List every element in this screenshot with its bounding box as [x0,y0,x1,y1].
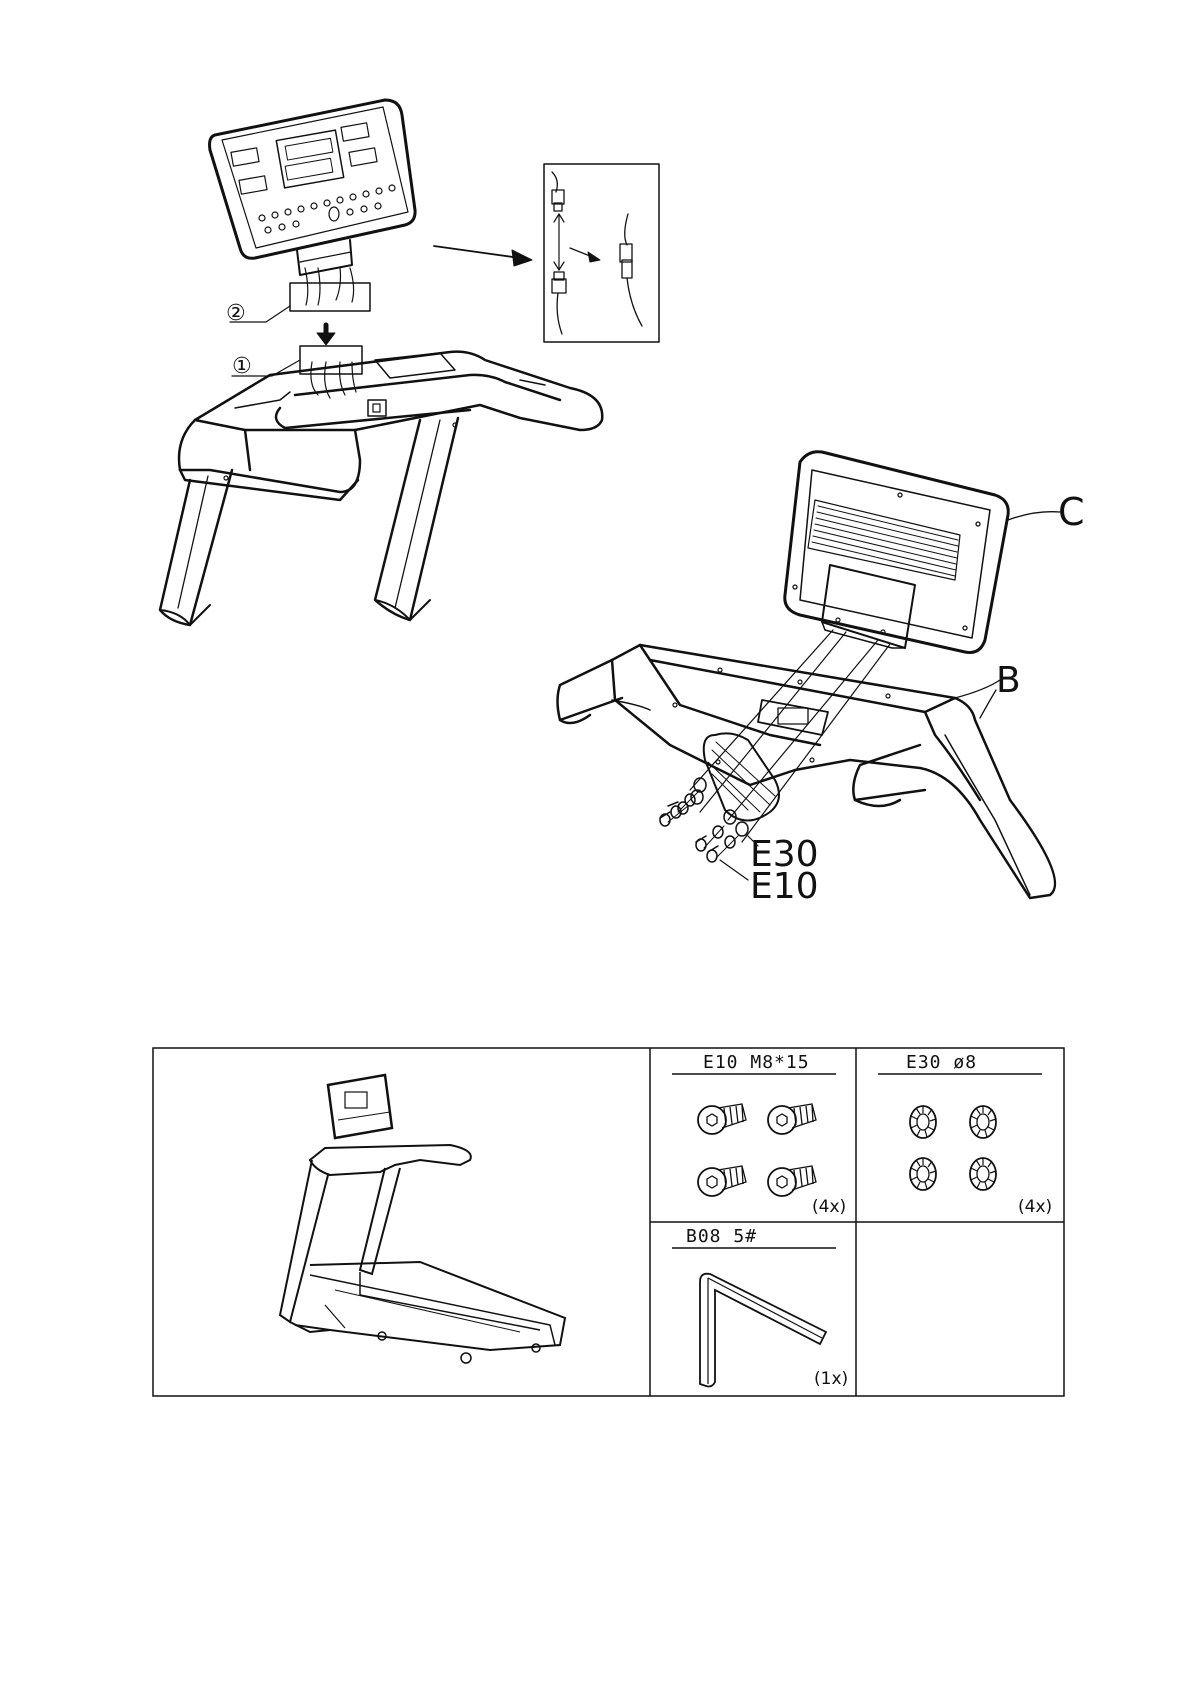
cell-title-e10: E10 M8*15 [703,1052,810,1073]
cell-qty-e30: (4x) [1018,1197,1052,1217]
wire-box-2 [230,268,370,322]
callout-circle-2: ② [226,301,246,326]
upright-right [375,418,458,620]
callout-part-c: C [1058,490,1085,534]
upright-rear-left [558,660,651,723]
down-arrow [317,325,335,345]
callout-part-b: B [996,660,1021,701]
handrail-frame-rear [612,645,1055,898]
exploded-guide-lines [690,630,890,842]
console-rear [785,452,1060,653]
pointer-arrow [434,246,532,266]
allen-key-icon [700,1274,826,1387]
part-spec: ø8 [953,1052,977,1073]
hex-socket-bolt-icon [698,1104,816,1196]
cell-title-b08: B08 5# [686,1226,757,1247]
connector-detail-box [544,164,659,342]
star-lock-washer-icon [910,1106,996,1190]
console-front [210,100,416,275]
leader-lines [980,690,996,718]
part-spec: M8*15 [750,1052,809,1073]
upright-left [160,470,232,625]
treadmill-overview [280,1075,565,1363]
part-code: B08 [686,1226,722,1247]
bolts-and-washers [660,778,758,880]
callout-part-e10: E10 [750,866,819,907]
parts-table [153,1048,1064,1396]
part-spec: 5# [733,1226,757,1247]
cell-qty-e10: (4x) [812,1197,846,1217]
part-code: E30 [906,1052,942,1073]
part-code: E10 [703,1052,739,1073]
cell-title-e30: E30 ø8 [906,1052,977,1073]
cell-qty-b08: (1x) [814,1369,848,1389]
callout-circle-1: ① [232,354,252,379]
upright-rear-right [853,745,925,806]
